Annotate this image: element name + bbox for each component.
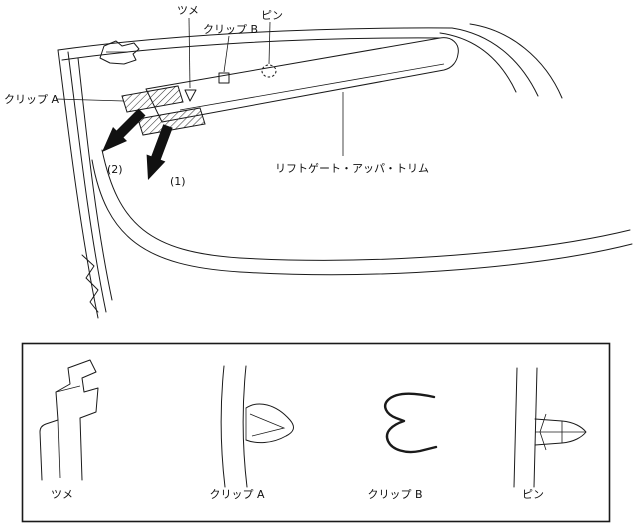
- hatch-tab-b: [137, 107, 206, 136]
- corner-curve-2: [451, 27, 539, 97]
- legend-caption-clip-a: クリップ A: [209, 488, 264, 501]
- trim-panel-outline: [145, 37, 459, 123]
- legend-clip-b-drawing: [384, 392, 438, 454]
- trim-panel-inner-line: [179, 63, 445, 111]
- pin-marker: [261, 64, 277, 78]
- tab-marker: [184, 89, 197, 102]
- legend-caption-clip-b: クリップ B: [367, 488, 422, 501]
- legend-clip-a-drawing: [220, 365, 294, 488]
- removal-arrow-1: [146, 124, 173, 180]
- pillar-inner-line: [77, 57, 113, 301]
- legend-caption-pin: ピン: [522, 488, 544, 501]
- clip-b-label: クリップ B: [203, 23, 258, 36]
- arrow-2-label: (2): [107, 163, 123, 176]
- corner-curve-3: [469, 23, 563, 99]
- window-edge-lower: [91, 159, 633, 276]
- corner-curve-1: [439, 32, 517, 93]
- legend-caption-tab: ツメ: [51, 488, 73, 501]
- clip-b-marker: [218, 72, 230, 84]
- clip-a-label: クリップ A: [4, 93, 59, 106]
- pin-leader-line: [268, 21, 271, 65]
- pillar-outer-line: [57, 49, 99, 319]
- legend-pin-drawing: [513, 367, 587, 488]
- tab-label: ツメ: [177, 4, 199, 17]
- liftgate-line-art: [55, 17, 633, 319]
- clip-b-leader-line: [223, 35, 230, 73]
- removal-arrow-2: [102, 108, 146, 152]
- latch-detail: [99, 40, 140, 65]
- top-edge-outer: [57, 27, 453, 51]
- legend: ツメ クリップ A クリップ B ピン: [21, 342, 611, 523]
- legend-tab-drawing: [39, 359, 99, 481]
- tab-leader-line: [188, 17, 191, 89]
- legend-box: [21, 342, 611, 523]
- top-edge-inner: [61, 37, 441, 61]
- pillar-mid-line: [67, 51, 107, 313]
- hatch-tab-a: [121, 85, 184, 113]
- pillar-bottom-detail: [81, 254, 99, 313]
- clip-a-leader-line: [55, 98, 125, 102]
- arrow-1-label: (1): [170, 175, 186, 188]
- pin-label: ピン: [261, 9, 283, 22]
- trim-label: リフトゲート・アッパ・トリム: [275, 162, 429, 175]
- window-edge-upper: [101, 149, 631, 261]
